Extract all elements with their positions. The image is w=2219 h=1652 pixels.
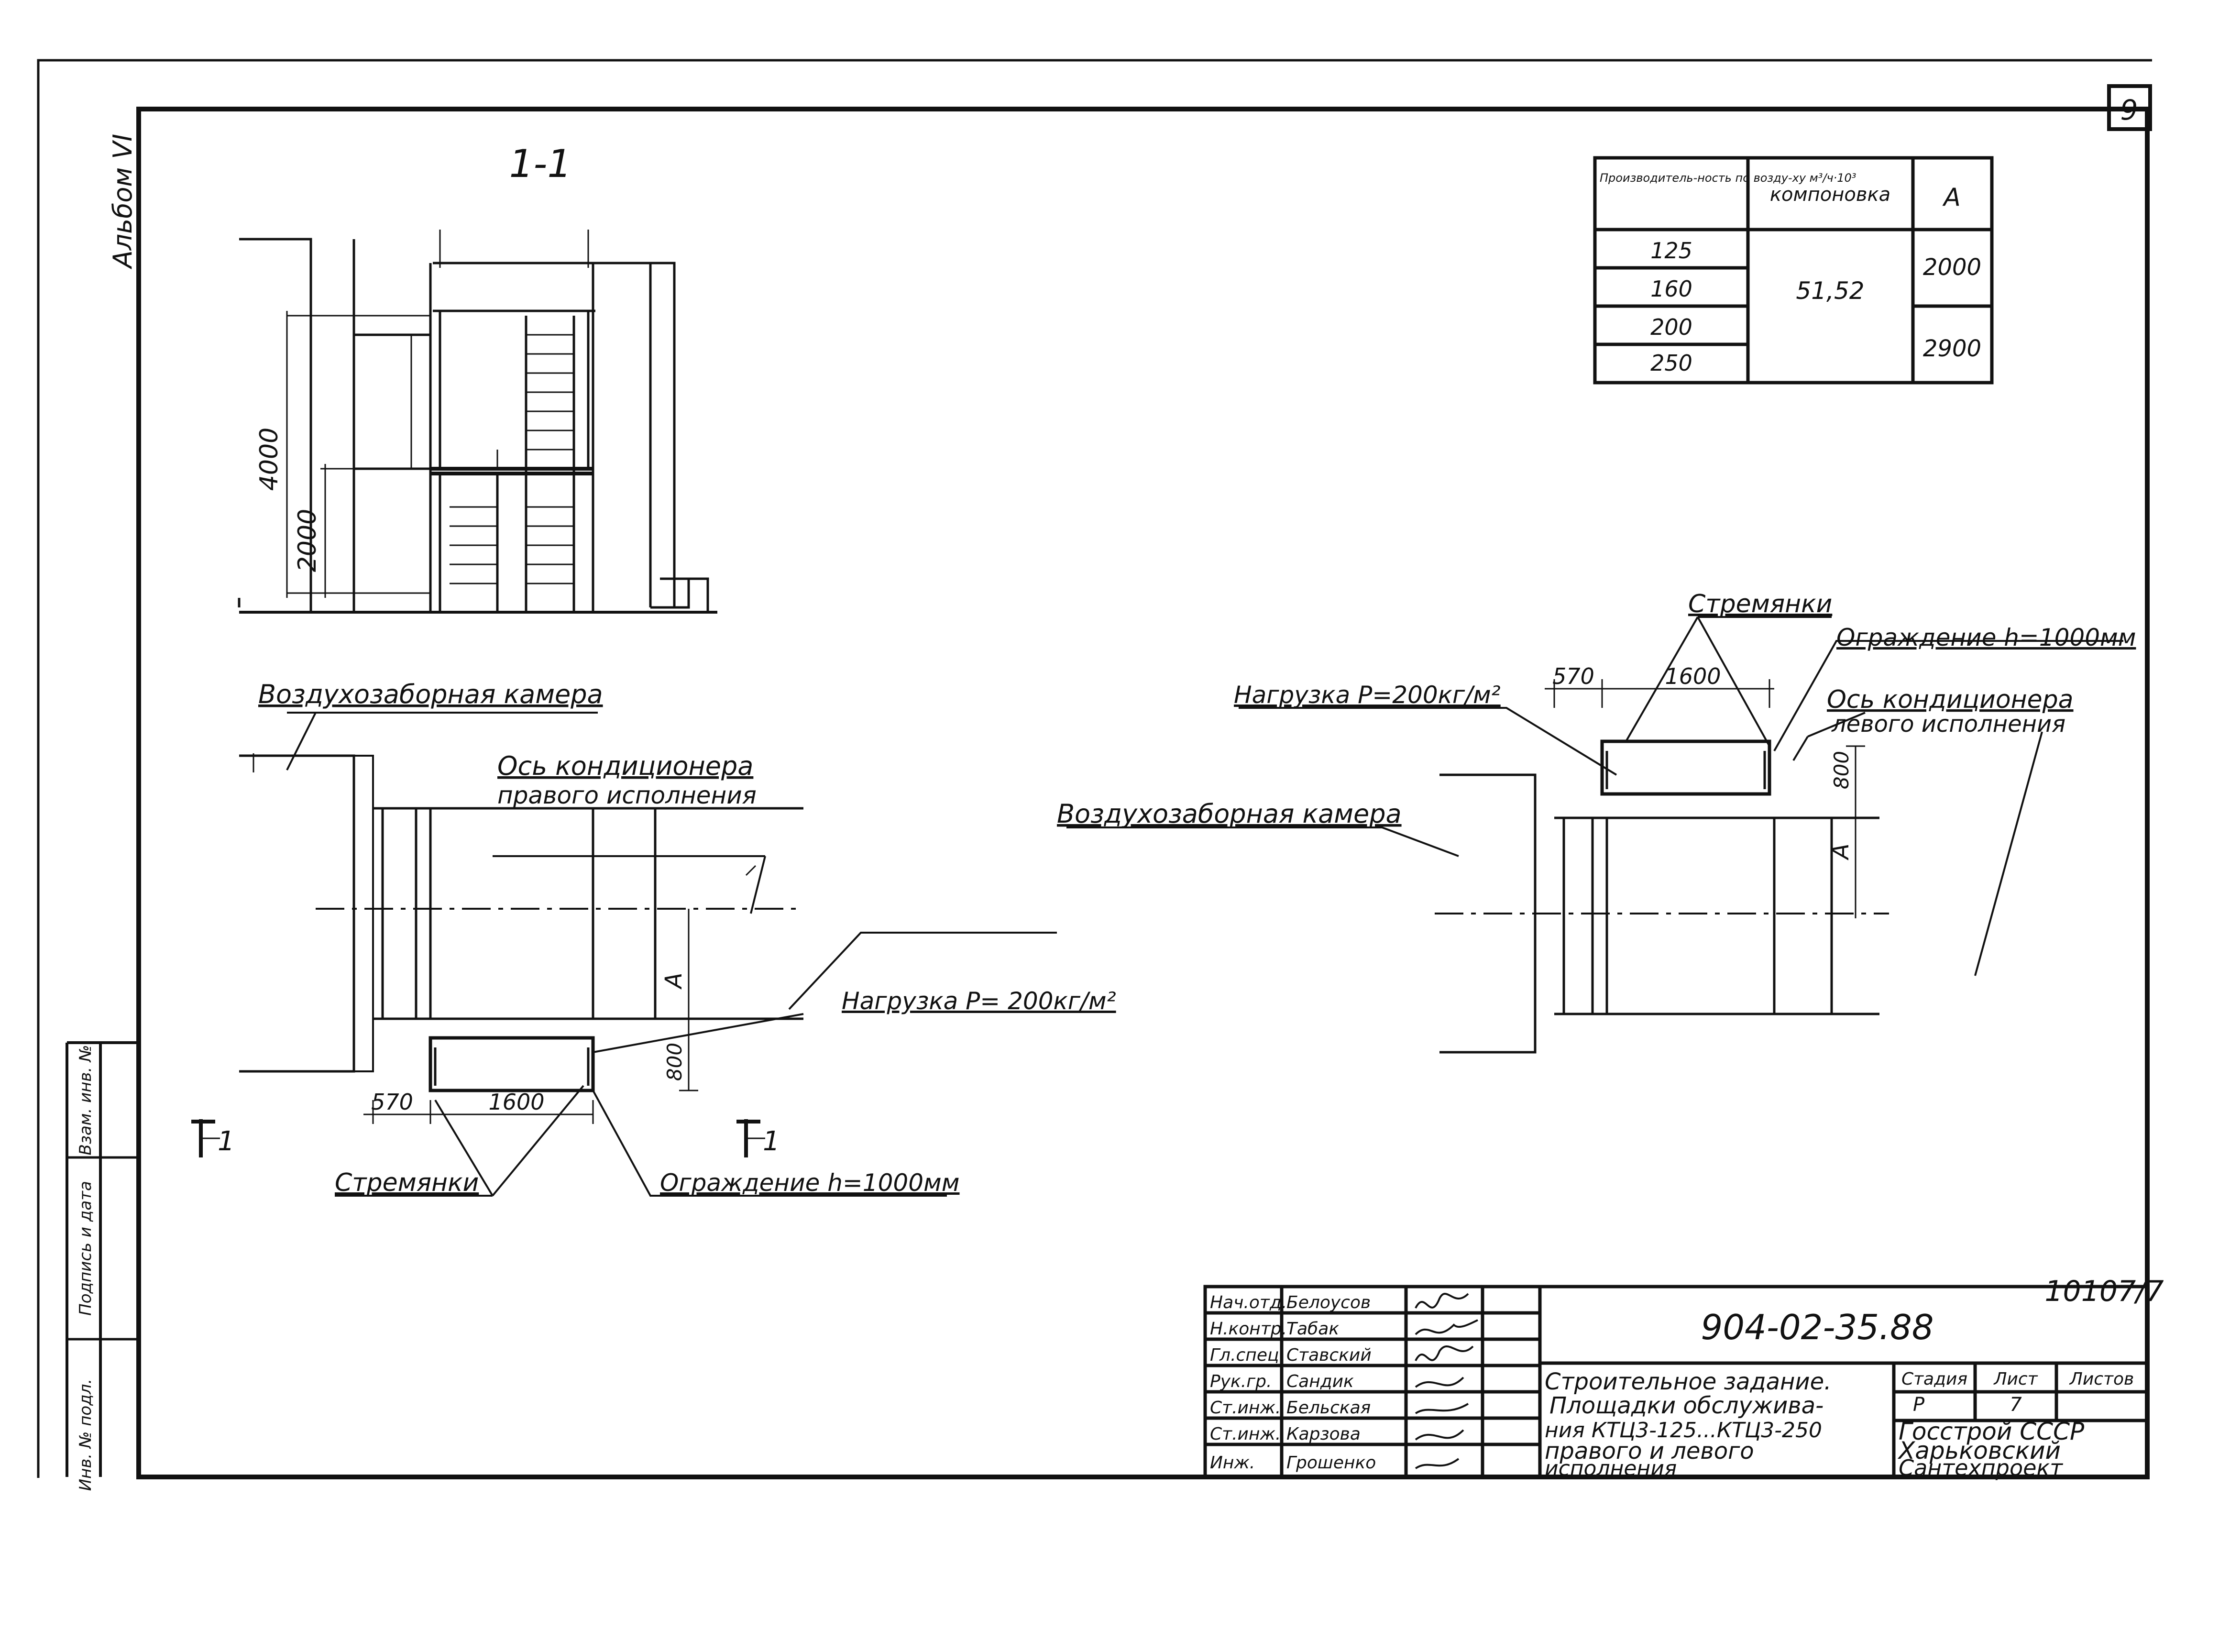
plan-right-ladders-label: Стремянки — [335, 1168, 479, 1197]
archive-number: 10107/7 — [2044, 1275, 2164, 1308]
spec-header-layout: компоновка — [1770, 184, 1890, 206]
staff-role-6: Ст.инж. — [1210, 1424, 1281, 1444]
title-line-3: ния КТЦ3-125...КТЦ3-250 — [1545, 1418, 1822, 1443]
staff-role-1: Нач.отд. — [1210, 1293, 1287, 1312]
title-line-1: Строительное задание. — [1545, 1368, 1831, 1395]
org-line-1: Госстрой СССР — [1899, 1418, 2085, 1445]
plan-left-dim-570: 570 — [1552, 663, 1594, 689]
staff-name-4: Сандик — [1286, 1372, 1354, 1391]
plan-right-railing-label: Ограждение h=1000мм — [660, 1169, 960, 1197]
title-block — [1203, 1285, 2149, 1479]
spec-header-capacity: Производитель-ность по возду-ху м³/ч·10³ — [1600, 171, 1856, 185]
section-mark-left: 1 — [218, 1126, 235, 1157]
plan-left-dim-1600: 1600 — [1665, 663, 1721, 689]
plan-right-chamber-label: Воздухозаборная камера — [258, 679, 603, 709]
staff-role-3: Гл.спец. — [1210, 1345, 1285, 1365]
title-line-2: Площадки обслужива- — [1549, 1392, 1824, 1419]
spec-capacity-160: 160 — [1650, 276, 1692, 302]
stamp-signature-label: Подпись и дата — [76, 1181, 95, 1316]
album-label: Альбом VI — [108, 134, 138, 269]
plan-left-dim-800: 800 — [1830, 751, 1853, 789]
elevation-dim-4000: 4000 — [255, 428, 284, 491]
spec-a-2000: 2000 — [1923, 254, 1981, 281]
plan-left-chamber-label: Воздухозаборная камера — [1057, 799, 1402, 829]
doc-code: 904-02-35.88 — [1701, 1307, 1933, 1347]
section-cut-marks — [191, 1119, 760, 1157]
staff-name-1: Белоусов — [1286, 1293, 1371, 1312]
spec-a-2900: 2900 — [1923, 335, 1981, 362]
plan-left-hand — [1435, 739, 1889, 1054]
sheet-number: 9 — [2120, 94, 2138, 126]
plan-right-leaders — [286, 712, 1057, 1197]
left-margin-stamp: Инв. № подл. Подпись и дата Взам. инв. № — [76, 1045, 95, 1491]
stage-header: Стадия — [1901, 1369, 1967, 1389]
staff-name-7: Грошенко — [1286, 1453, 1376, 1473]
spec-table — [1593, 156, 1994, 385]
plan-right-dim-1600: 1600 — [488, 1089, 544, 1115]
plan-left-railing-label: Ограждение h=1000мм — [1836, 624, 2136, 651]
plan-left-axis-line1: Ось кондиционера — [1827, 685, 2074, 714]
plan-left-dim-a: A — [1827, 844, 1854, 861]
plan-right-axis-line2: правого исполнения — [497, 782, 757, 809]
plan-right-dim-a: A — [660, 973, 687, 990]
elevation-dimensions — [286, 311, 430, 598]
plan-left-leaders — [1066, 616, 2123, 976]
spec-header-a: A — [1942, 183, 1961, 212]
sheets-header: Листов — [2069, 1369, 2134, 1389]
spec-capacity-250: 250 — [1650, 350, 1692, 376]
section-title: 1-1 — [509, 142, 572, 186]
title-line-4: правого и левого — [1545, 1438, 1754, 1465]
staff-role-4: Рук.гр. — [1210, 1372, 1272, 1391]
section-mark-right: 1 — [763, 1126, 780, 1157]
plan-right-hand — [239, 754, 803, 1092]
staff-name-5: Бельская — [1286, 1398, 1371, 1418]
section-1-1-elevation — [238, 230, 717, 614]
sheet-header: Лист — [1993, 1369, 2038, 1389]
spec-capacity-200: 200 — [1650, 314, 1692, 340]
plan-left-load-label: Нагрузка P=200кг/м² — [1234, 681, 1501, 709]
title-line-5: исполнения — [1545, 1456, 1677, 1481]
plan-left-axis-line2: левого исполнения — [1831, 711, 2065, 738]
plan-right-axis-line1: Ось кондиционера — [497, 751, 753, 781]
plan-left-ladders-label: Стремянки — [1688, 590, 1832, 618]
plan-right-dim-800: 800 — [663, 1043, 686, 1081]
signatures — [1415, 1293, 1478, 1469]
plan-right-dim-570: 570 — [371, 1089, 413, 1115]
stage-value: Р — [1913, 1394, 1925, 1416]
staff-name-2: Табак — [1286, 1319, 1339, 1339]
elevation-dim-2000: 2000 — [293, 509, 322, 572]
plan-right-load-label: Нагрузка P= 200кг/м² — [842, 987, 1116, 1015]
org-line-2: Харьковский — [1897, 1437, 2061, 1465]
stamp-replace-label: Взам. инв. № — [76, 1045, 95, 1156]
stamp-inv-label: Инв. № подл. — [76, 1379, 95, 1491]
spec-layout-value: 51,52 — [1796, 277, 1864, 305]
staff-role-5: Ст.инж. — [1210, 1398, 1281, 1418]
spec-capacity-125: 125 — [1650, 238, 1692, 264]
staff-list: Нач.отд. Белоусов Н.контр. Табак Гл.спец… — [1210, 1293, 1376, 1473]
staff-name-3: Ставский — [1286, 1345, 1372, 1365]
plan-left-dimensions — [1545, 679, 1865, 918]
sheet-frame — [37, 59, 2152, 1479]
plan-right-dimensions — [201, 753, 765, 1139]
staff-role-7: Инж. — [1210, 1453, 1255, 1473]
staff-role-2: Н.контр. — [1210, 1319, 1287, 1339]
sheet-value: 7 — [2010, 1394, 2022, 1416]
staff-name-6: Карзова — [1286, 1424, 1361, 1444]
elevation-rungs — [450, 334, 574, 584]
org-line-3: Сантехпроект — [1899, 1455, 2063, 1481]
